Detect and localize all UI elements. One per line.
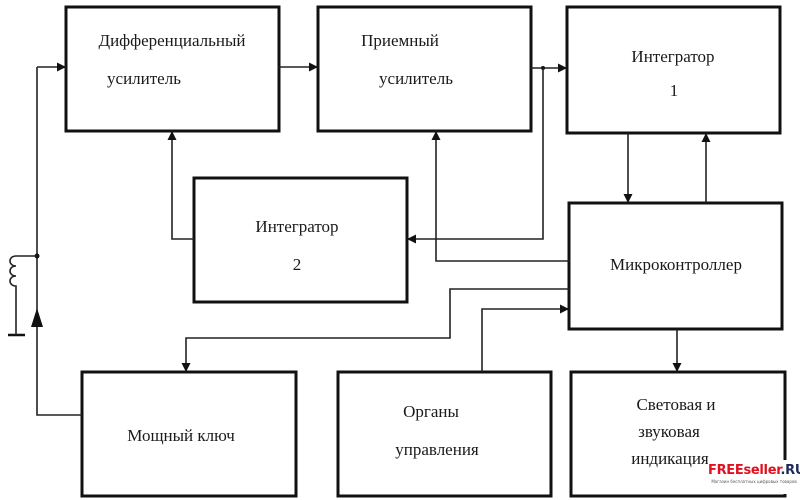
watermark-tagline: Магазин бесплатных цифровых товаров xyxy=(711,479,797,484)
block-receiver-amp-label-1: Приемный xyxy=(361,31,439,50)
block-integrator-1-label-2: 1 xyxy=(670,81,679,100)
block-diff-amp: Дифференциальный усилитель xyxy=(64,5,281,133)
block-receiver-amp: Приемный усилитель xyxy=(316,5,533,133)
wire-mcu-to-power-switch xyxy=(181,288,569,372)
block-diff-amp-frame xyxy=(64,5,281,133)
block-integrator-2-label-1: Интегратор xyxy=(255,217,338,236)
arrow-power-switch-to-coil xyxy=(31,308,43,327)
block-power-switch: Мощный ключ xyxy=(80,370,298,498)
block-mcu-label: Микроконтроллер xyxy=(610,255,742,274)
watermark-brand-suffix: .RU xyxy=(780,463,800,478)
wire-receiver-to-integrator2 xyxy=(407,68,544,244)
block-controls-label-2: управления xyxy=(395,440,479,459)
block-indication-label-2: звуковая xyxy=(638,422,700,441)
block-power-switch-label: Мощный ключ xyxy=(127,426,235,445)
block-receiver-amp-label-2: усилитель xyxy=(379,69,453,88)
block-receiver-amp-frame xyxy=(316,5,533,133)
block-integrator-1-frame xyxy=(565,5,782,135)
block-integrator-1: Интегратор 1 xyxy=(565,5,782,135)
block-controls: Органы управления xyxy=(336,370,553,498)
watermark-brand: FREEseller.RU xyxy=(708,463,800,478)
block-indication-label-1: Световая и xyxy=(636,395,715,414)
watermark-brand-red: FREEseller xyxy=(708,463,781,478)
block-integrator-2-label-2: 2 xyxy=(293,255,302,274)
block-integrator-1-label-1: Интегратор xyxy=(631,47,714,66)
block-mcu-frame xyxy=(567,201,784,331)
wire-integrator2-to-diff-amp xyxy=(167,131,194,240)
block-controls-label-1: Органы xyxy=(403,402,459,421)
block-indication-label-3: индикация xyxy=(631,449,709,468)
block-diff-amp-label-1: Дифференциальный xyxy=(98,31,245,50)
wire-controls-to-mcu xyxy=(481,304,569,372)
block-diff-amp-label-2: усилитель xyxy=(107,69,181,88)
block-integrator-2-frame xyxy=(192,176,409,304)
watermark-logo: FREEseller.RU Магазин бесплатных цифровы… xyxy=(708,460,800,494)
wire-power-switch-to-coil xyxy=(36,67,82,416)
block-power-switch-frame xyxy=(80,370,298,498)
block-integrator-2: Интегратор 2 xyxy=(192,176,409,304)
block-controls-frame xyxy=(336,370,553,498)
wire-mcu-to-receiver xyxy=(431,131,569,262)
coil-icon xyxy=(9,255,37,302)
block-mcu: Микроконтроллер xyxy=(567,201,784,331)
